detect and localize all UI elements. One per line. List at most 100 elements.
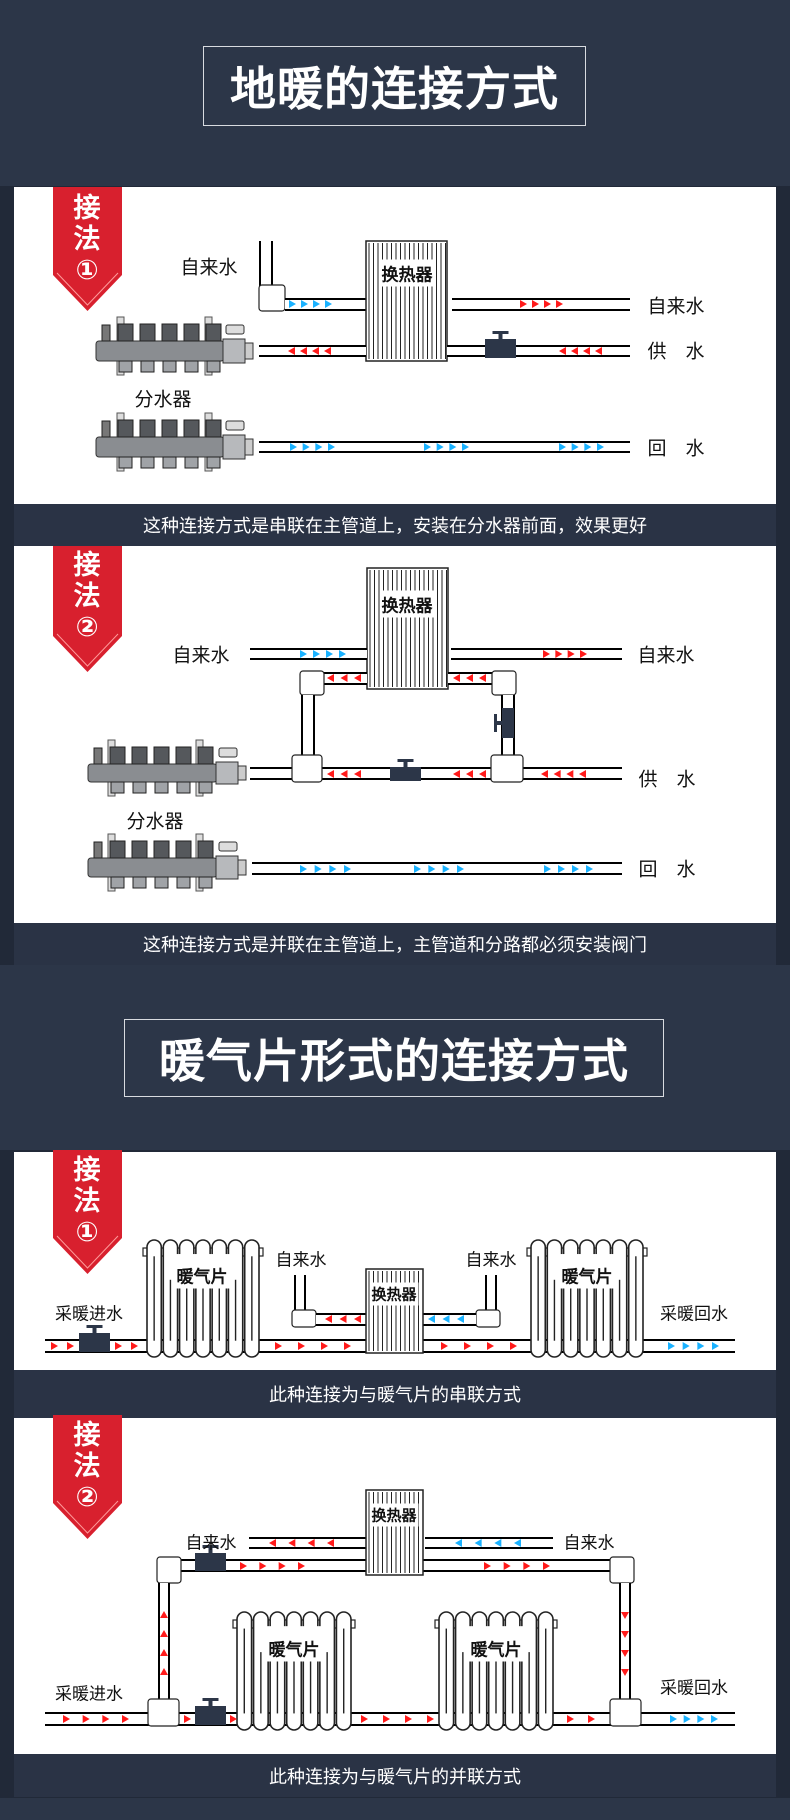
- flow-arrow: [520, 300, 527, 308]
- ribbon-char: ②: [75, 612, 99, 643]
- flow-arrow: [670, 1715, 677, 1723]
- flow-arrow: [361, 1715, 368, 1723]
- flow-arrow: [541, 770, 548, 778]
- caption-floor-method-1: 这种连接方式是串联在主管道上，安装在分水器前面，效果更好: [14, 504, 776, 546]
- manifold-ball-valve: [215, 761, 239, 785]
- flow-arrow: [275, 1342, 282, 1350]
- flow-arrow: [300, 650, 307, 658]
- valve-icon: [390, 767, 421, 781]
- label-return: 回 水: [647, 437, 705, 460]
- manifold-knob: [197, 746, 214, 765]
- pipe: [250, 649, 367, 659]
- flow-arrow: [354, 1315, 361, 1323]
- flow-arrow: [442, 1315, 450, 1323]
- manifold-knob: [175, 746, 192, 765]
- flow-arrow: [307, 1539, 315, 1547]
- flow-arrow: [298, 1342, 305, 1350]
- manifold-outlet: [206, 360, 221, 373]
- label-manifold: 分水器: [134, 384, 192, 412]
- flow-arrow: [571, 443, 579, 451]
- flow-arrow: [567, 650, 575, 658]
- label-radiator-left: 暖气片: [174, 1261, 230, 1289]
- label-tap-water-in: 自来水: [180, 256, 238, 279]
- manifold-outlet: [162, 456, 177, 469]
- flow-arrow: [301, 300, 308, 308]
- flow-arrow: [313, 300, 320, 308]
- pipe-elbow: [475, 1309, 501, 1328]
- flow-arrow: [487, 1342, 494, 1350]
- flow-arrow: [339, 650, 346, 658]
- flow-arrow: [479, 674, 486, 682]
- manifold-outlet: [110, 876, 125, 889]
- flow-arrow: [278, 1562, 286, 1570]
- manifold-knob: [109, 840, 126, 859]
- flow-arrow: [184, 1715, 191, 1723]
- flow-arrow: [503, 1562, 511, 1570]
- ribbon-badge: [53, 1150, 122, 1274]
- flow-arrow: [697, 1715, 705, 1723]
- flow-arrow: [436, 443, 444, 451]
- ribbon-method-1: 接 法 ①: [52, 193, 122, 286]
- manifold-outlet: [118, 360, 133, 373]
- valve-handle: [86, 1325, 103, 1328]
- ribbon-trim: [56, 1500, 119, 1534]
- flow-arrow: [449, 443, 457, 451]
- ribbon-char: ①: [75, 255, 99, 286]
- label-tap-water-right: 自来水: [465, 1250, 517, 1271]
- flow-arrow: [51, 1342, 58, 1350]
- manifold-knob: [183, 323, 200, 342]
- manifold-valve-handle: [218, 841, 238, 852]
- valve-stem: [496, 721, 502, 725]
- flow-arrow: [457, 865, 464, 873]
- flow-arrow: [555, 650, 563, 658]
- pipe-tee: [609, 1698, 642, 1727]
- valve-stem: [498, 333, 503, 339]
- manifold-outlet: [184, 360, 199, 373]
- flow-arrow: [712, 1342, 719, 1350]
- pipe: [620, 1583, 630, 1700]
- label-tap-water-left: 自来水: [275, 1250, 327, 1271]
- manifold-outlet: [110, 781, 125, 794]
- flow-arrow: [532, 300, 539, 308]
- pipe: [315, 673, 367, 684]
- flow-arrow: [354, 770, 361, 778]
- flow-arrow: [464, 1342, 471, 1350]
- pipe-elbow: [156, 1556, 182, 1584]
- label-radiator-left: 暖气片: [266, 1634, 322, 1662]
- manifold-outlet: [118, 456, 133, 469]
- manifold-air-vent: [101, 324, 111, 342]
- label-manifold: 分水器: [126, 806, 184, 834]
- manifold-outlet: [184, 456, 199, 469]
- pipe: [159, 1583, 169, 1700]
- caption-floor-method-2: 这种连接方式是并联在主管道上，主管道和分路都必须安装阀门: [14, 923, 776, 965]
- section1-title: 地暖的连接方式: [203, 46, 586, 126]
- label-tap-water-left: 自来水: [185, 1533, 237, 1554]
- flow-arrow: [405, 1715, 412, 1723]
- flow-arrow: [313, 650, 320, 658]
- manifold-knob: [117, 323, 134, 342]
- valve-icon: [485, 339, 516, 358]
- manifold-outlet: [154, 781, 169, 794]
- flow-arrow: [621, 1631, 629, 1638]
- flow-arrow: [288, 1539, 296, 1547]
- pipe-tee: [291, 754, 323, 783]
- manifold-air-vent: [101, 420, 111, 438]
- flow-arrow: [327, 674, 334, 682]
- flow-arrow: [453, 674, 460, 682]
- ribbon-char: 接: [73, 193, 101, 224]
- flow-arrow: [586, 865, 593, 873]
- flow-arrow: [621, 1650, 629, 1657]
- manifold-knob: [153, 746, 170, 765]
- flow-arrow: [131, 1342, 138, 1350]
- pipe-elbow: [291, 1309, 317, 1328]
- pipe: [486, 1275, 496, 1316]
- label-heat-exchanger: 换热器: [369, 1282, 419, 1306]
- flow-arrow: [160, 1630, 168, 1637]
- flow-arrow: [288, 347, 295, 355]
- pipe-tee: [490, 754, 524, 783]
- flow-arrow: [510, 1342, 517, 1350]
- flow-arrow: [315, 443, 323, 451]
- flow-arrow: [63, 1715, 70, 1723]
- flow-arrow: [683, 1715, 691, 1723]
- flow-arrow: [523, 1562, 531, 1570]
